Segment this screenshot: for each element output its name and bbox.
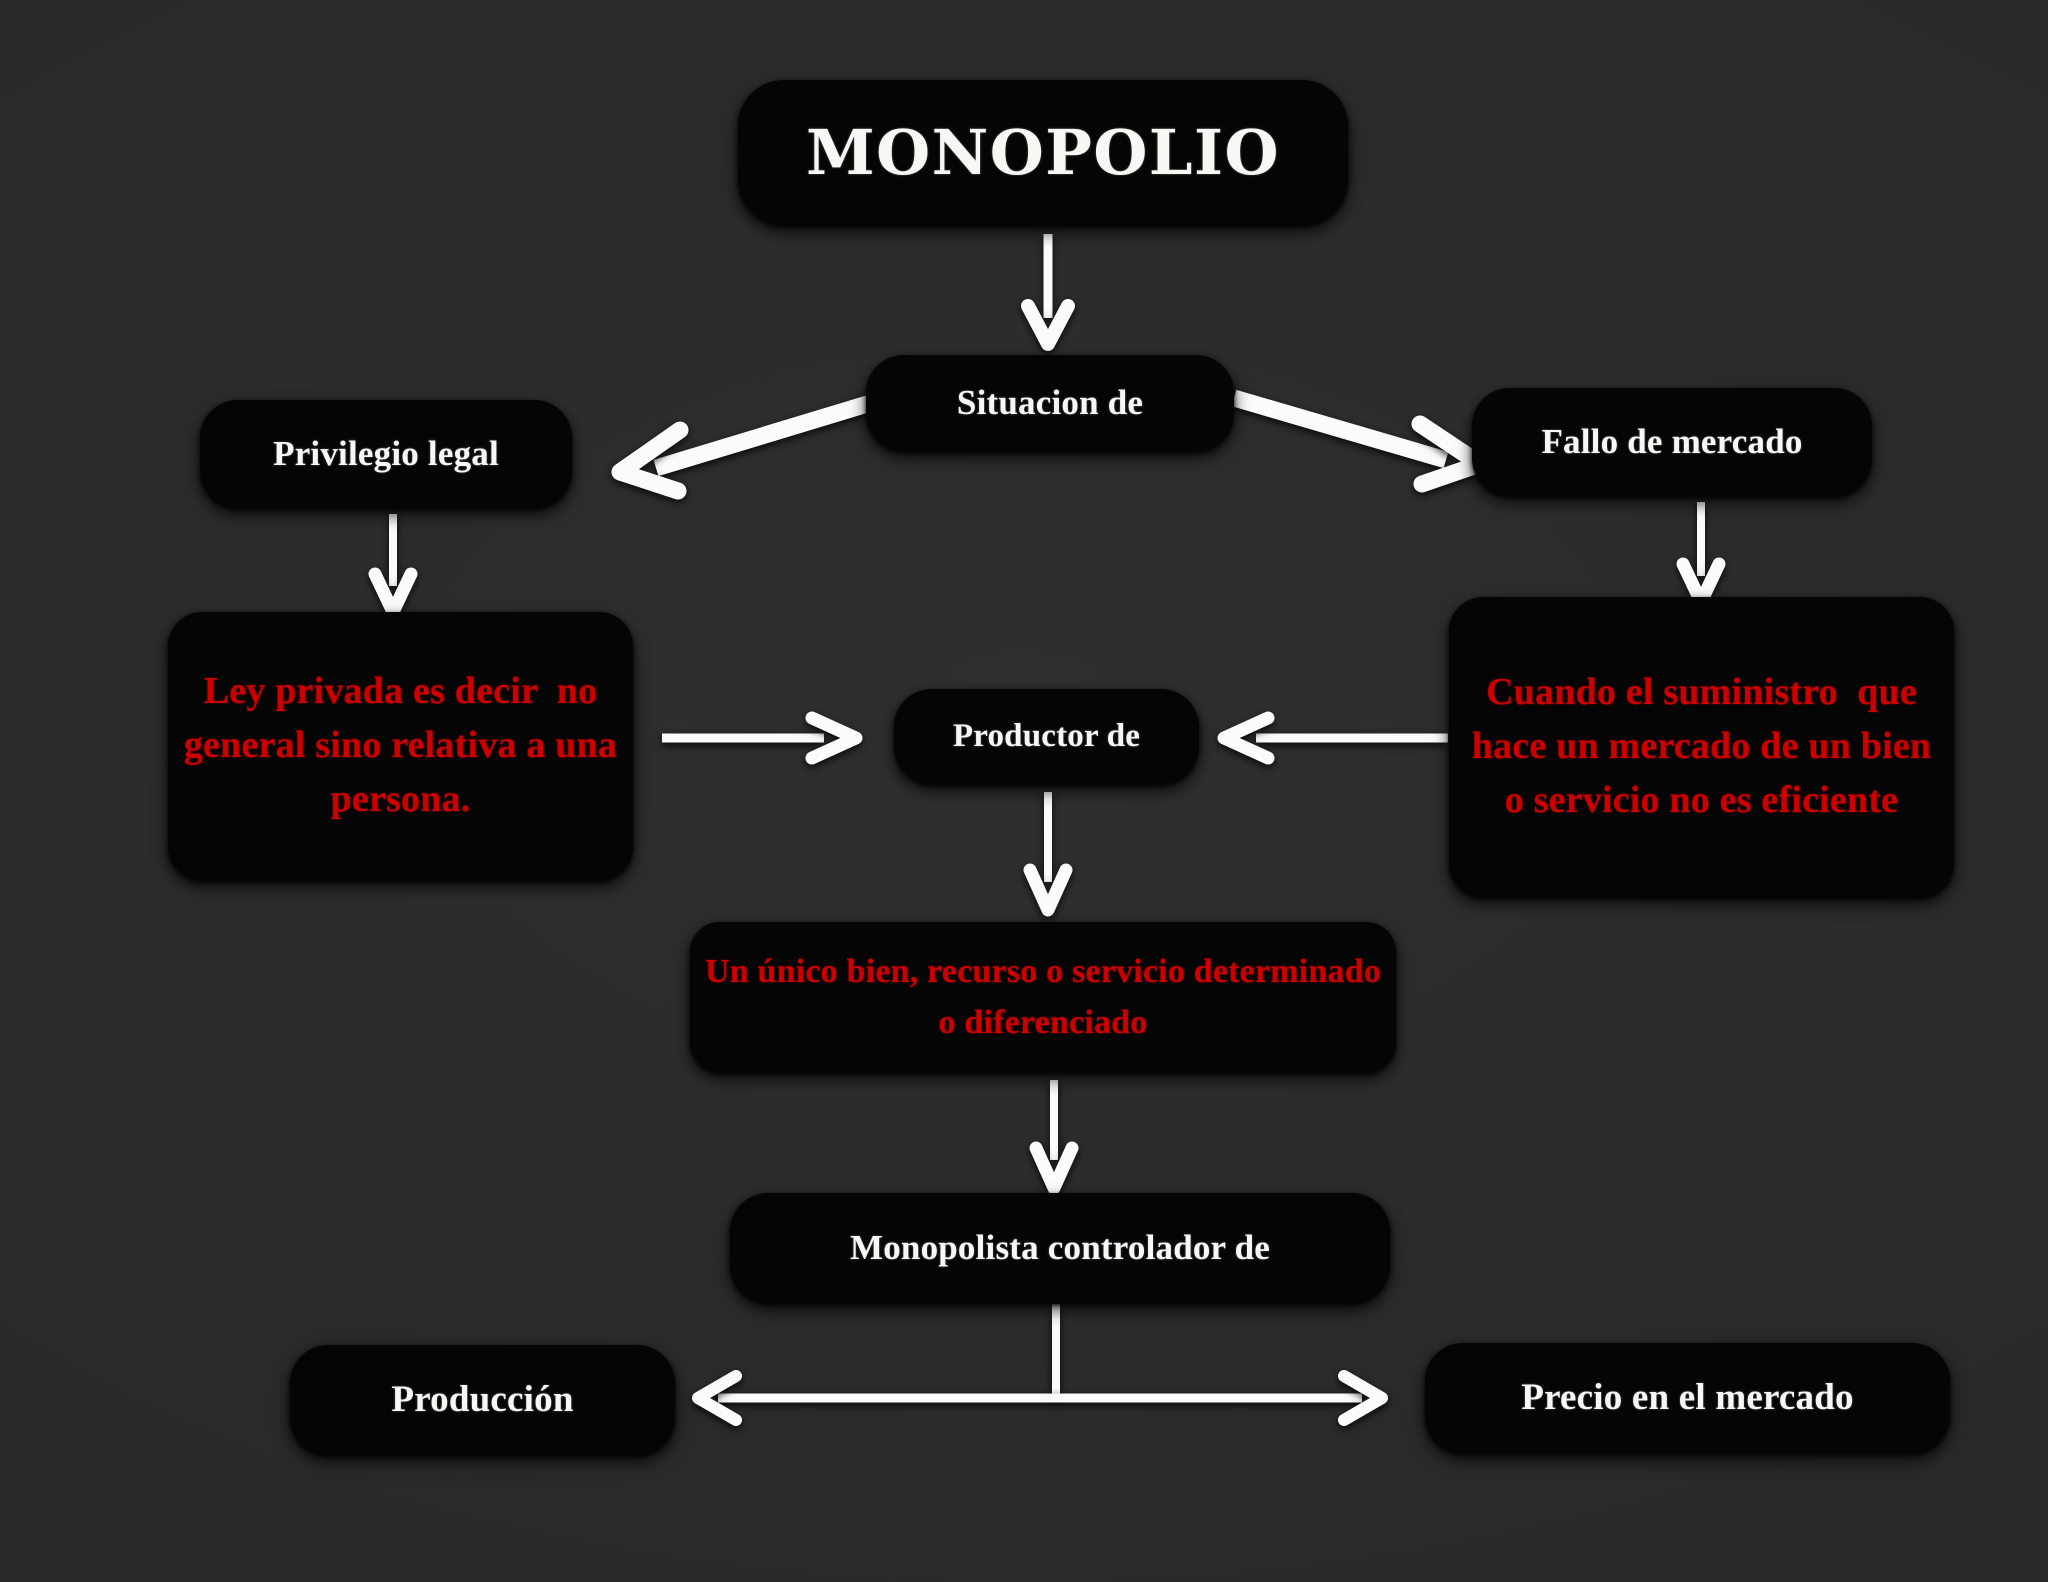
node-cuando-suministro[interactable]: Cuando el suministro que hace un mercado… [1449,597,1954,897]
edge-productor-a-unico [1020,790,1076,918]
node-produccion-label: Producción [391,1379,574,1421]
node-productor-de[interactable]: Productor de [894,689,1199,784]
node-produccion[interactable]: Producción [290,1345,675,1455]
node-ley-privada-label: Ley privada es decir no general sino rel… [183,670,627,820]
node-precio-en-el-mercado-label: Precio en el mercado [1521,1377,1854,1419]
node-monopolista-controlador[interactable]: Monopolista controlador de [730,1193,1390,1303]
node-productor-de-label: Productor de [952,718,1141,755]
node-monopolio[interactable]: MONOPOLIO [738,80,1348,225]
edge-situacion-a-fallo [1228,389,1498,502]
edge-unico-a-monopolista [1026,1078,1082,1196]
edge-cuando-a-productor [1200,710,1450,766]
node-un-unico-bien-label: Un único bien, recurso o servicio determ… [704,953,1390,1041]
node-ley-privada[interactable]: Ley privada es decir no general sino rel… [168,612,633,880]
edge-fallo-a-cuando [1673,500,1729,610]
node-privilegio-legal[interactable]: Privilegio legal [200,400,572,508]
node-precio-en-el-mercado[interactable]: Precio en el mercado [1425,1343,1950,1453]
edge-monopolista-a-produccion-precio [690,1302,1390,1426]
edge-situacion-a-privilegio [596,393,886,506]
node-cuando-suministro-label: Cuando el suministro que hace un mercado… [1471,671,1941,821]
edge-privilegio-a-ley [365,512,421,620]
node-fallo-de-mercado-label: Fallo de mercado [1541,421,1803,461]
edge-titulo-a-situacion [1018,232,1078,352]
node-un-unico-bien[interactable]: Un único bien, recurso o servicio determ… [690,922,1396,1072]
node-privilegio-legal-label: Privilegio legal [273,433,499,473]
node-monopolio-label: MONOPOLIO [805,115,1281,189]
node-situacion-de[interactable]: Situacion de [866,355,1234,451]
edge-ley-a-productor [660,710,890,766]
node-fallo-de-mercado[interactable]: Fallo de mercado [1472,388,1872,496]
node-situacion-de-label: Situacion de [956,382,1144,422]
node-monopolista-controlador-label: Monopolista controlador de [849,1227,1271,1267]
